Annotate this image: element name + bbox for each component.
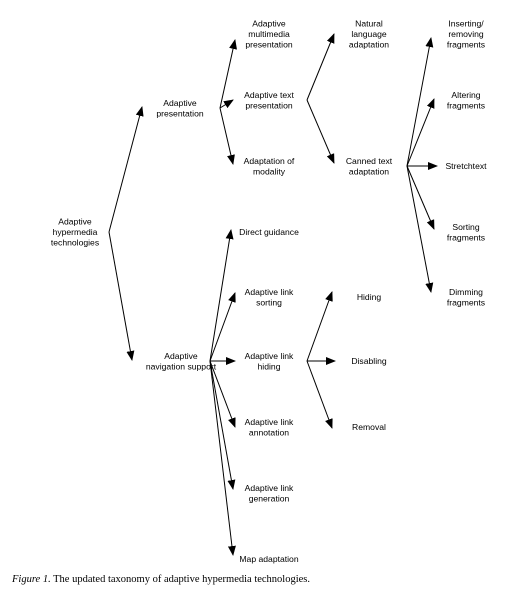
- node-label-line: Natural: [355, 19, 383, 29]
- arrow-adaptive-presentation-to-adaptive-multimedia-presentation: [219, 39, 237, 109]
- node-label-line: sorting: [256, 297, 282, 307]
- arrow-adaptive-link-hiding-to-removal: [306, 360, 333, 429]
- node-label-line: Adaptive text: [244, 90, 294, 100]
- arrow-adaptive-navigation-support-to-adaptive-link-sorting: [209, 292, 236, 362]
- node-label-line: Map adaptation: [239, 554, 298, 564]
- arrow-canned-text-adaptation-to-inserting-removing-fragments: [406, 37, 434, 167]
- node-hiding: Hiding: [357, 292, 382, 302]
- figure-label: Figure 1.: [12, 574, 51, 585]
- node-label-line: fragments: [447, 100, 485, 110]
- node-label-line: modality: [253, 166, 286, 176]
- node-removal: Removal: [352, 422, 386, 432]
- node-label-line: Altering: [451, 90, 480, 100]
- node-label-line: fragments: [447, 40, 485, 50]
- node-label-line: Disabling: [351, 356, 387, 366]
- node-label-line: presentation: [156, 108, 204, 118]
- node-label-line: Inserting/: [448, 19, 484, 29]
- arrow-root-to-adaptive-presentation: [108, 106, 144, 233]
- node-label-line: Adaptive: [58, 217, 92, 227]
- node-label-line: hypermedia: [53, 227, 98, 237]
- node-label-line: Canned text: [346, 156, 393, 166]
- node-label-line: annotation: [249, 427, 289, 437]
- node-label-line: Adaptive: [252, 19, 286, 29]
- arrow-canned-text-adaptation-to-altering-fragments: [406, 98, 435, 167]
- arrow-adaptive-navigation-support-to-direct-guidance: [209, 229, 234, 362]
- node-label-line: Removal: [352, 422, 386, 432]
- arrow-adaptive-link-hiding-to-hiding: [306, 291, 333, 362]
- node-label-line: Adaptive: [163, 98, 197, 108]
- node-direct-guidance: Direct guidance: [239, 227, 299, 237]
- arrow-adaptive-presentation-to-adaptation-of-modality: [219, 107, 235, 165]
- arrow-adaptive-navigation-support-to-adaptive-link-generation: [209, 360, 236, 490]
- node-label-line: presentation: [245, 100, 293, 110]
- node-label-line: Adaptation of: [244, 156, 295, 166]
- node-label-line: Adaptive link: [245, 417, 294, 427]
- node-label-line: Stretchtext: [445, 161, 487, 171]
- node-label-line: language: [351, 29, 387, 39]
- node-label-line: hiding: [258, 361, 281, 371]
- node-label-line: Dimming: [449, 287, 483, 297]
- node-label-line: technologies: [51, 238, 99, 248]
- node-label-line: removing: [448, 29, 484, 39]
- caption-text: The updated taxonomy of adaptive hyperme…: [50, 574, 311, 585]
- node-label-line: adaptation: [349, 166, 389, 176]
- node-label-line: presentation: [245, 40, 293, 50]
- arrow-canned-text-adaptation-to-sorting-fragments: [406, 165, 435, 230]
- node-label-line: fragments: [447, 232, 485, 242]
- figure-caption: Figure 1. The updated taxonomy of adapti…: [12, 574, 502, 585]
- arrow-root-to-adaptive-navigation-support: [108, 231, 135, 361]
- node-label-line: Adaptive link: [245, 287, 294, 297]
- node-disabling: Disabling: [351, 356, 387, 366]
- node-label-line: generation: [249, 493, 290, 503]
- node-label-line: Adaptive link: [245, 351, 294, 361]
- node-label-line: adaptation: [349, 40, 389, 50]
- arrow-adaptive-navigation-support-to-adaptive-link-annotation: [209, 360, 236, 428]
- node-stretchtext: Stretchtext: [445, 161, 487, 171]
- arrow-adaptive-text-presentation-to-canned-text-adaptation: [306, 99, 335, 164]
- node-label-line: navigation support: [146, 361, 217, 371]
- node-label-line: Hiding: [357, 292, 382, 302]
- node-label-line: multimedia: [248, 29, 290, 39]
- node-label-line: Sorting: [452, 222, 479, 232]
- arrow-canned-text-adaptation-to-dimming-fragments: [406, 165, 434, 293]
- node-label-line: Adaptive: [164, 351, 198, 361]
- arrow-adaptive-presentation-to-adaptive-text-presentation: [219, 99, 234, 109]
- node-map-adaptation: Map adaptation: [239, 554, 298, 564]
- arrow-adaptive-text-presentation-to-natural-language-adaptation: [306, 33, 335, 101]
- node-label-line: fragments: [447, 297, 485, 307]
- arrow-adaptive-navigation-support-to-map-adaptation: [209, 360, 236, 556]
- node-label-line: Direct guidance: [239, 227, 299, 237]
- node-label-line: Adaptive link: [245, 483, 294, 493]
